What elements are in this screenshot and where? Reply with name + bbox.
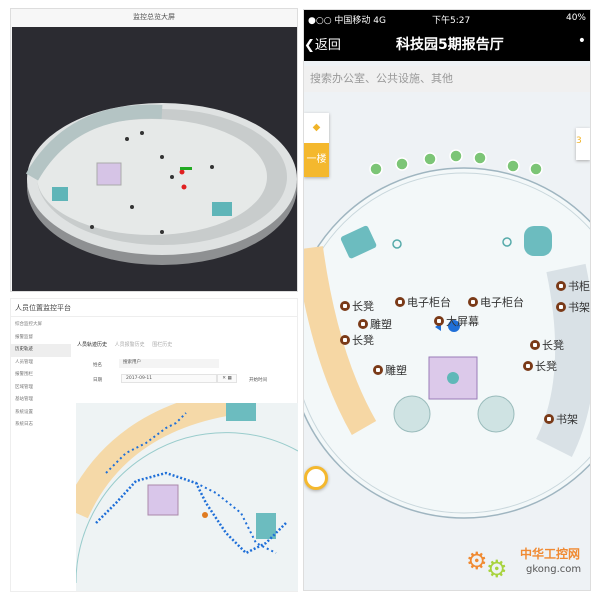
sidebar-item[interactable]: 人员管理 bbox=[15, 359, 33, 365]
sidebar-item[interactable]: 区域管理 bbox=[15, 384, 33, 390]
watermark-logo: ⚙ ⚙ 中华工控网 gkong.com bbox=[466, 544, 596, 584]
name-label: 姓名 bbox=[93, 363, 102, 368]
poi-icon bbox=[340, 335, 350, 345]
tab-track-history[interactable]: 人员轨迹历史 bbox=[77, 342, 108, 348]
time: 下午5:27 bbox=[432, 16, 471, 26]
poi-label[interactable]: 大屏幕 bbox=[434, 313, 479, 329]
poi-icon bbox=[434, 316, 444, 326]
poi-label[interactable]: 雕塑 bbox=[358, 316, 392, 332]
poi-icon bbox=[556, 302, 566, 312]
sidebar-item[interactable]: 报警监督 bbox=[15, 334, 33, 340]
call-badge: 3 bbox=[576, 136, 582, 146]
clear-date-button[interactable]: ✕ ▦ bbox=[217, 374, 237, 383]
floor-toggle-icon[interactable]: ◆ bbox=[304, 113, 329, 143]
poi-label[interactable]: 书架 bbox=[556, 299, 590, 315]
app-title: 人员位置监控平台 bbox=[11, 299, 297, 317]
poi-icon bbox=[395, 297, 405, 307]
poi-label[interactable]: 长凳 bbox=[340, 298, 374, 314]
poi-icon bbox=[530, 340, 540, 350]
sidebar: 综合监控大屏 报警监督 历史轨迹 人员管理 报警围栏 区域管理 基站管理 系统设… bbox=[11, 319, 71, 432]
indoor-map[interactable]: 长凳 电子柜台 电子柜台 雕塑 大屏幕 长凳 长凳 雕塑 长凳 书架 书架 书柜 bbox=[304, 98, 590, 588]
poi-label[interactable]: 书架 bbox=[544, 411, 578, 427]
sidebar-item[interactable]: 综合监控大屏 bbox=[15, 322, 42, 327]
page-title: 科技园5期报告厅 bbox=[396, 37, 504, 53]
watermark-en: gkong.com bbox=[526, 564, 582, 575]
nav-bar: ❮返回 科技园5期报告厅 • bbox=[304, 27, 590, 61]
floor-switcher[interactable]: ◆ 一楼 bbox=[304, 113, 329, 177]
3d-overview-panel: 监控总览大屏 bbox=[10, 8, 298, 292]
sidebar-item[interactable]: 系统日志 bbox=[15, 422, 33, 427]
panel-title: 监控总览大屏 bbox=[133, 13, 175, 21]
sidebar-item[interactable]: 基站管理 bbox=[15, 397, 33, 402]
poi-icon bbox=[556, 281, 566, 291]
poi-label[interactable]: 长凳 bbox=[340, 332, 374, 348]
poi-label[interactable]: 雕塑 bbox=[373, 362, 407, 378]
name-search-input[interactable]: 搜索用户 bbox=[119, 359, 219, 368]
date-input[interactable]: 2017-09-11 bbox=[121, 374, 217, 383]
poi-label[interactable]: 长凳 bbox=[523, 358, 557, 374]
carrier: ●○○ 中国移动 4G bbox=[308, 16, 386, 26]
poi-label[interactable]: 书柜 bbox=[556, 278, 590, 294]
floor-map-with-track bbox=[76, 403, 298, 583]
tabs: 人员轨迹历史 人员报警历史 围栏历史 bbox=[77, 341, 178, 348]
locate-button[interactable] bbox=[304, 466, 328, 490]
tab-fence-history[interactable]: 围栏历史 bbox=[152, 342, 173, 348]
call-button[interactable]: 3 bbox=[576, 128, 590, 160]
search-input[interactable]: 搜索办公室、公共设施、其他 bbox=[304, 66, 590, 92]
sidebar-item[interactable]: 报警围栏 bbox=[15, 372, 33, 377]
tab-alarm-history[interactable]: 人员报警历史 bbox=[114, 342, 145, 348]
poi-icon bbox=[340, 301, 350, 311]
poi-icon bbox=[468, 297, 478, 307]
mobile-app-screen: ●○○ 中国移动 4G 下午5:27 40% ❮返回 科技园5期报告厅 • 搜索… bbox=[303, 9, 591, 591]
poi-label[interactable]: 电子柜台 bbox=[468, 294, 524, 310]
gear-icon: ⚙ bbox=[486, 555, 508, 583]
back-button[interactable]: ❮返回 bbox=[304, 38, 341, 53]
3d-map-view[interactable] bbox=[12, 27, 297, 291]
poi-icon bbox=[373, 365, 383, 375]
watermark-cn: 中华工控网 bbox=[520, 547, 581, 561]
more-button[interactable]: • bbox=[577, 33, 586, 49]
poi-label[interactable]: 长凳 bbox=[530, 337, 564, 353]
sidebar-item-active[interactable]: 历史轨迹 bbox=[11, 344, 71, 357]
poi-label[interactable]: 电子柜台 bbox=[395, 294, 451, 310]
floor-map bbox=[304, 149, 590, 519]
back-label: 返回 bbox=[314, 38, 341, 53]
3d-floor-model bbox=[25, 103, 297, 265]
track-map[interactable] bbox=[76, 403, 298, 591]
poi-icon bbox=[358, 319, 368, 329]
sidebar-item[interactable]: 系统设置 bbox=[15, 409, 33, 415]
poi-icon bbox=[544, 414, 554, 424]
gear-icon: ⚙ bbox=[466, 547, 488, 575]
date-label: 日期 bbox=[93, 378, 102, 383]
status-bar: ●○○ 中国移动 4G 下午5:27 40% bbox=[304, 10, 590, 27]
battery: 40% bbox=[565, 13, 586, 23]
floor-button[interactable]: 一楼 bbox=[304, 143, 329, 177]
web-platform-panel: 人员位置监控平台 综合监控大屏 报警监督 历史轨迹 人员管理 报警围栏 区域管理… bbox=[10, 298, 298, 592]
start-time-label: 开始时间 bbox=[249, 378, 267, 383]
poi-icon bbox=[523, 361, 533, 371]
